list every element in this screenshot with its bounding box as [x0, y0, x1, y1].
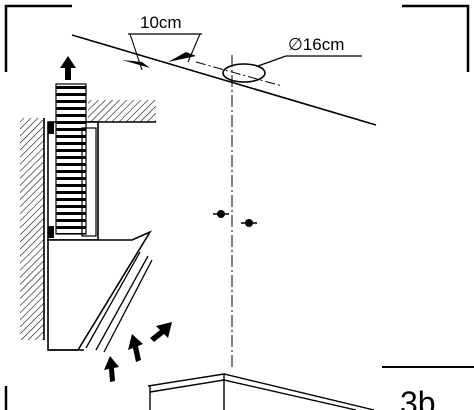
offset-arrow-right — [168, 52, 196, 62]
frame-corner-top-right — [402, 4, 470, 72]
ceiling-slab — [88, 100, 156, 123]
wall — [20, 118, 45, 340]
offset-dimension: 10cm — [122, 13, 202, 71]
screw-icon — [241, 219, 257, 227]
duct-opening-axis — [195, 61, 283, 87]
offset-ext-right — [187, 33, 201, 63]
duct-opening — [222, 63, 266, 83]
ceiling-hatch — [88, 100, 156, 122]
arrow-icon — [128, 334, 143, 362]
diameter-label: ∅16cm — [288, 35, 344, 54]
hood-panel-2 — [95, 255, 149, 351]
arrow-icon — [60, 56, 76, 80]
hood-body — [47, 230, 153, 351]
cabinet-top — [147, 373, 375, 410]
hood — [47, 230, 153, 353]
screws — [213, 210, 257, 227]
hood-panel-1 — [85, 251, 141, 349]
bracket-lower — [48, 226, 54, 238]
arrow-icon — [150, 322, 172, 342]
step-label-group: 3b — [382, 366, 474, 410]
wall-hatch — [20, 118, 44, 340]
airflow — [60, 56, 172, 382]
frame-corners — [4, 4, 470, 410]
offset-arrow-left — [122, 60, 150, 68]
flexible-duct — [55, 83, 87, 235]
ceiling-line — [71, 34, 377, 126]
cabinet-top-inner — [149, 379, 357, 410]
hood-panel-3 — [103, 259, 153, 353]
bracket — [48, 122, 54, 134]
arrow-icon — [104, 356, 119, 382]
offset-label: 10cm — [140, 13, 182, 32]
chimney — [47, 83, 99, 241]
step-label: 3b — [400, 385, 436, 410]
diameter-leader — [257, 55, 287, 67]
diameter-dimension: ∅16cm — [257, 35, 362, 67]
frame-corner-top-left — [4, 4, 72, 72]
ceiling — [71, 34, 377, 370]
screw-icon — [213, 210, 229, 218]
cabinet — [147, 373, 375, 410]
